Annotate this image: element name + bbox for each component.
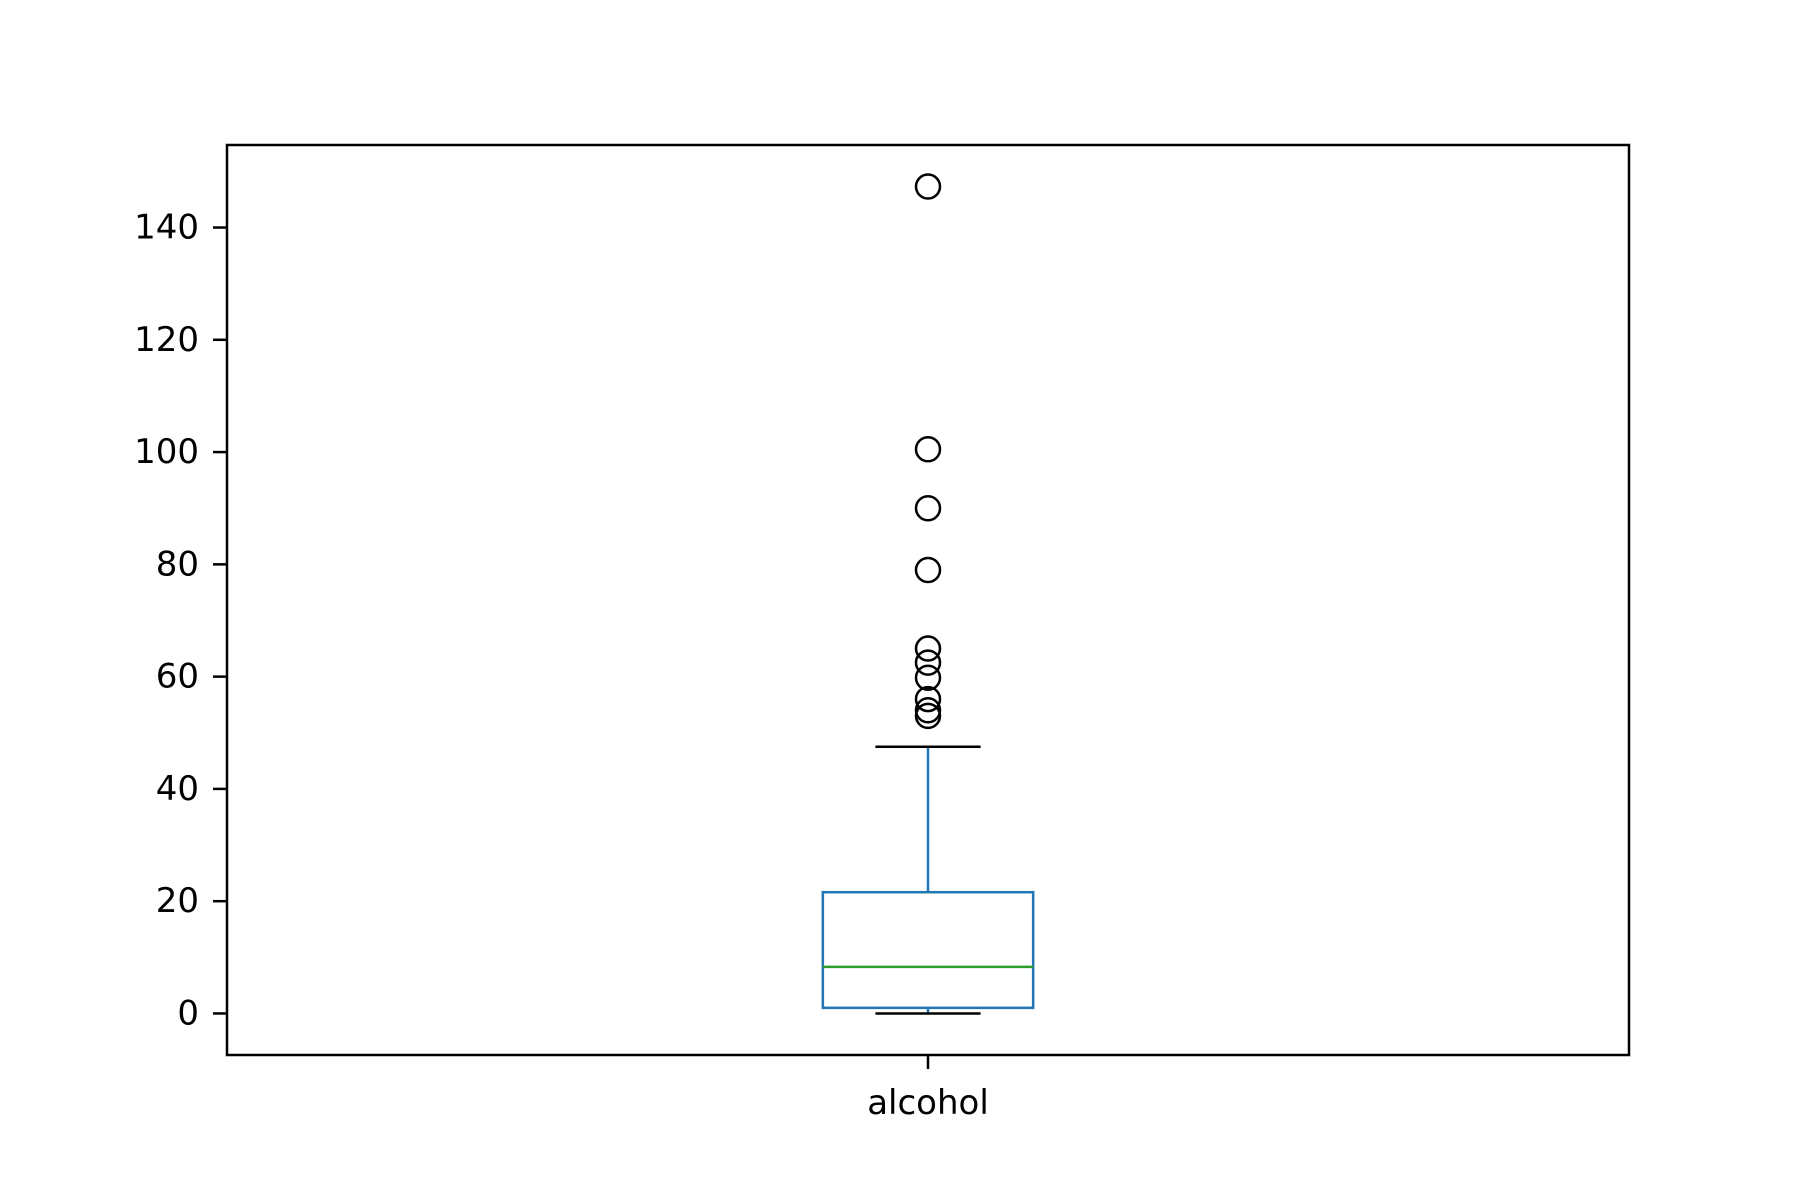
y-tick-label: 0 bbox=[177, 993, 199, 1033]
y-tick-label: 40 bbox=[156, 769, 199, 809]
plot-frame bbox=[225, 143, 1631, 1057]
outlier-point bbox=[914, 649, 942, 676]
outlier-point bbox=[914, 173, 942, 200]
outlier-point bbox=[914, 685, 942, 713]
y-tick-label: 60 bbox=[156, 657, 199, 697]
y-tick-label: 140 bbox=[134, 208, 199, 248]
y-tick-label: 80 bbox=[156, 544, 199, 584]
outlier-point bbox=[914, 556, 942, 584]
outlier-point bbox=[914, 664, 942, 692]
x-axis: alcohol bbox=[867, 1055, 989, 1123]
y-tick-label: 100 bbox=[134, 432, 199, 472]
outlier-point bbox=[914, 697, 942, 724]
outlier-point bbox=[914, 494, 942, 522]
outlier-point bbox=[914, 436, 942, 463]
outlier-point bbox=[914, 635, 942, 662]
y-tick-label: 20 bbox=[156, 881, 199, 921]
y-axis: 0 20 40 60 80 100 120 140 bbox=[134, 208, 227, 1033]
boxplot bbox=[821, 173, 1035, 1015]
y-tick-label: 120 bbox=[134, 320, 199, 360]
x-tick-label: alcohol bbox=[867, 1083, 989, 1123]
iqr-box bbox=[821, 890, 1035, 1010]
